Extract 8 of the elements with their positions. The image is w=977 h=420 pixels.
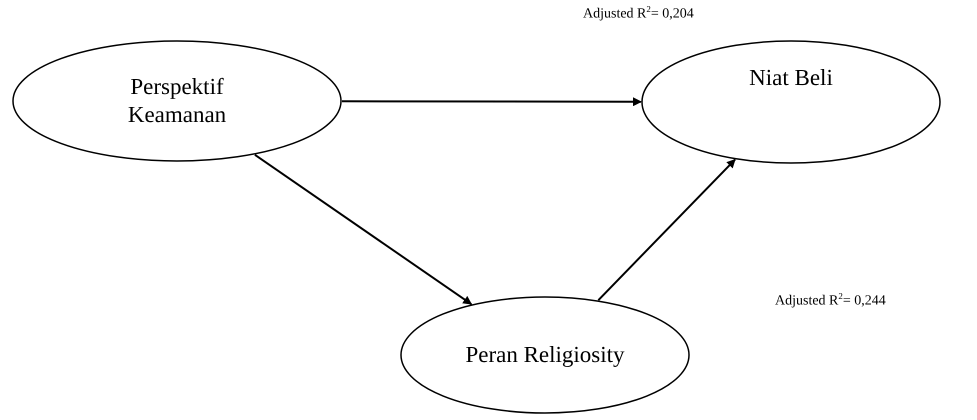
node-label: Niat Beli [748,64,834,92]
arrow [342,97,642,106]
arrow [598,158,736,301]
node-label: Perspektif Keamanan [126,73,228,129]
arrow [254,154,472,305]
node-label: Peran Religiosity [465,341,625,369]
r-squared-label: Adjusted R$^{2}$= 0,244 [775,291,886,310]
r-squared-label: Adjusted R$^{2}$= 0,204 [583,4,694,23]
